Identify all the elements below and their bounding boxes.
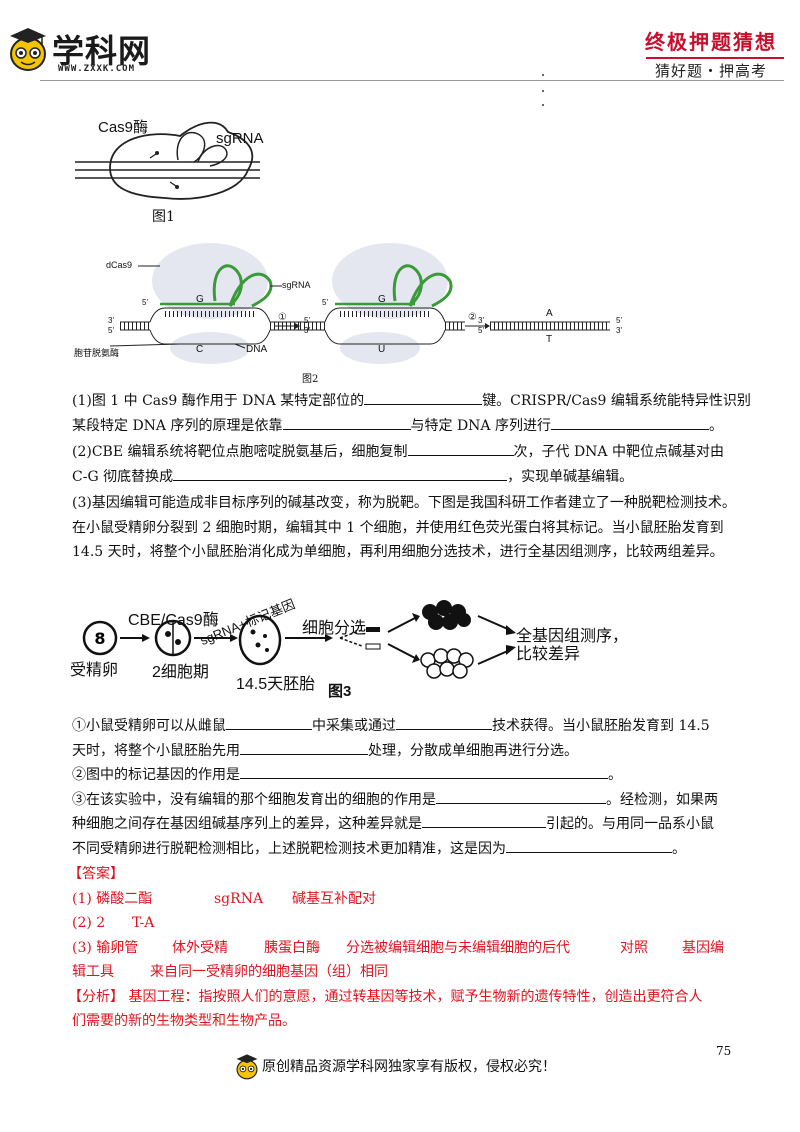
blank [407,440,514,456]
figure-3: 8 受精卵 CBE/Cas9酶 sgRNA+标记基因 2细胞期 14 [70,590,670,705]
fig2-3prime-b: 3' [304,326,310,335]
logo-mascot-icon [10,28,46,71]
page-number: 75 [716,1044,732,1058]
fig3-cbe-label: CBE/Cas9酶 [128,612,219,629]
figure-2: dCas9 sgRNA 胞苷脱氨酶 DNA G C G U A T ① ② 5'… [70,236,650,386]
dna2-base-pairs-right [445,322,465,330]
fig2-3prime-d: 3' [616,326,622,335]
fig1-enzyme-label: Cas9酶 [98,119,149,136]
blank [173,465,508,481]
dna1-bubble-pairs [165,311,255,317]
fig2-step1: ① [278,312,287,323]
blank [282,414,411,430]
fig2-3prime-c: 3' [478,316,484,325]
fig1-rna-label: sgRNA [216,130,264,147]
fig2-dna-label: DNA [246,344,268,355]
fig2-5prime-d: 5' [616,316,622,325]
fig2-dcas9-label: dCas9 [106,260,133,270]
header-slogan-sub: 猜好题・押高考 [655,62,768,80]
fig2-base-a: A [546,308,553,319]
edited-cells [422,600,471,630]
fig3-sort-label: 细胞分选 [302,620,367,637]
fig2-3prime-a: 3' [108,316,114,325]
fig2-deaminase-label: 胞苷脱氨酶 [74,348,120,358]
blank [396,714,492,730]
blank [226,714,312,730]
fig2-5prime-top2: 5' [322,298,328,307]
cbe-diagram [109,243,610,364]
logo-text: 学科网 [52,32,152,70]
question-1: (1)图 1 中 Cas9 酶作用于 DNA 某特定部位的键。CRISPR/Ca… [72,389,752,438]
sub-c-line-3: 不同受精卵进行脱靶检测相比，上述脱靶检测技术更加精准，这是因为。 [72,837,772,862]
q1-line-1: (1)图 1 中 Cas9 酶作用于 DNA 某特定部位的键。CRISPR/Ca… [72,389,752,414]
header-rule [40,80,784,81]
q3-line-3: 14.5 天时，将整个小鼠胚胎消化成为单细胞，再利用细胞分选技术，进行全基因组测… [72,544,724,560]
header-slogan-main: 终极押题猜想 [645,30,777,54]
answer-row-3: (3) 输卵管体外受精胰蛋白酶分选被编辑细胞与未编辑细胞的后代对照基因编 [72,939,724,956]
fig3-egg-label: 受精卵 [70,662,119,679]
footer-mascot-icon [236,1054,258,1080]
dna2-base-pairs-left [300,322,325,330]
blank [364,389,483,405]
fig3-embryo-label: 14.5天胚胎 [236,676,316,693]
fig3-twocell-label: 2细胞期 [152,664,209,681]
unedited-cells [420,648,474,679]
fig2-5prime-a: 5' [108,326,114,335]
fig3-caption: 图3 [328,683,352,700]
footer-copyright: 原创精品资源学科网独家享有版权，侵权必究！ [262,1059,556,1075]
blank [551,414,709,430]
fig1-caption: 图1 [152,209,175,225]
answer-title: 【答案】 [68,866,124,882]
dna1-base-pairs-right [270,322,300,330]
fig2-base-g1: G [196,294,204,305]
logo-url: WWW.ZXXK.COM [58,64,136,74]
blank [422,812,546,828]
cas9-diagram [75,121,260,200]
dna3-base-pairs [490,322,610,330]
q3-line-1: (3)基因编辑可能造成非目标序列的碱基改变，称为脱靶。下图是我国科研工作者建立了… [72,495,736,511]
analysis-line-2: 们需要的新的生物类型和生物产品。 [72,1013,296,1029]
sub-a-line-1: ①小鼠受精卵可以从雌鼠中采集或通过技术获得。当小鼠胚胎发育到 14.5 [72,714,772,739]
svg-text:8: 8 [94,629,105,648]
answer-row-4: 辑工具来自同一受精卵的细胞基因（组）相同 [72,964,388,980]
q3-line-2: 在小鼠受精卵分裂到 2 细胞时期，编辑其中 1 个细胞，并使用红色荧光蛋白将其标… [72,519,724,536]
analysis-line-1: 【分析】 基因工程：指按照人们的意愿，通过转基因等技术，赋予生物新的遗传特性，创… [68,988,703,1005]
sub-c-line-2: 种细胞之间存在基因组碱基序列上的差异，这种差异就是引起的。与用同一品系小鼠 [72,812,772,837]
question-3: (3)基因编辑可能造成非目标序列的碱基改变，称为脱靶。下图是我国科研工作者建立了… [72,491,772,565]
blank [436,788,606,804]
fig2-step2: ② [468,312,477,323]
blank [506,837,672,853]
fig3-seq-label-1: 全基因组测序， [516,628,629,645]
sub-c-line-1: ③在该实验中，没有编辑的那个细胞发育出的细胞的作用是。经检测，如果两 [72,788,772,813]
fig2-5prime-c: 5' [478,326,484,335]
header-divider [646,57,784,59]
sub-questions: ①小鼠受精卵可以从雌鼠中采集或通过技术获得。当小鼠胚胎发育到 14.5 天时，将… [72,714,772,861]
blank [240,739,368,755]
q1-line-2: 某段特定 DNA 序列的原理是依靠与特定 DNA 序列进行。 [72,414,752,439]
fig3-seq-label-2: 比较差异 [516,646,581,663]
dna2-bubble-pairs [340,311,430,317]
fig2-caption: 图2 [302,374,319,385]
fig2-5prime-b: 5' [304,316,310,325]
blank [240,763,608,779]
sub-a-line-2: 天时，将整个小鼠胚胎先用处理，分散成单细胞再进行分选。 [72,739,772,764]
question-2: (2)CBE 编辑系统将靶位点胞嘧啶脱氨基后，细胞复制次，子代 DNA 中靶位点… [72,440,752,489]
header: 学科网 WWW.ZXXK.COM 终极押题猜想 猜好题・押高考 [0,0,800,80]
fig2-base-c: C [196,344,204,355]
q2-line-1: (2)CBE 编辑系统将靶位点胞嘧啶脱氨基后，细胞复制次，子代 DNA 中靶位点… [72,440,752,465]
fig2-5prime-top: 5' [142,298,148,307]
fig2-base-g2: G [378,294,386,305]
fig2-base-u: U [378,344,386,355]
figure-1: Cas9酶 sgRNA 图1 [70,110,310,230]
margin-dots [542,70,545,110]
q2-line-2: C-G 彻底替换成，实现单碱基编辑。 [72,465,752,490]
fig2-base-t: T [546,334,553,345]
dna1-base-pairs-left [120,322,150,330]
fig2-sgrna-label: sgRNA [282,280,311,290]
sub-b-line: ②图中的标记基因的作用是。 [72,763,772,788]
offtarget-workflow-diagram: 8 [82,600,516,679]
